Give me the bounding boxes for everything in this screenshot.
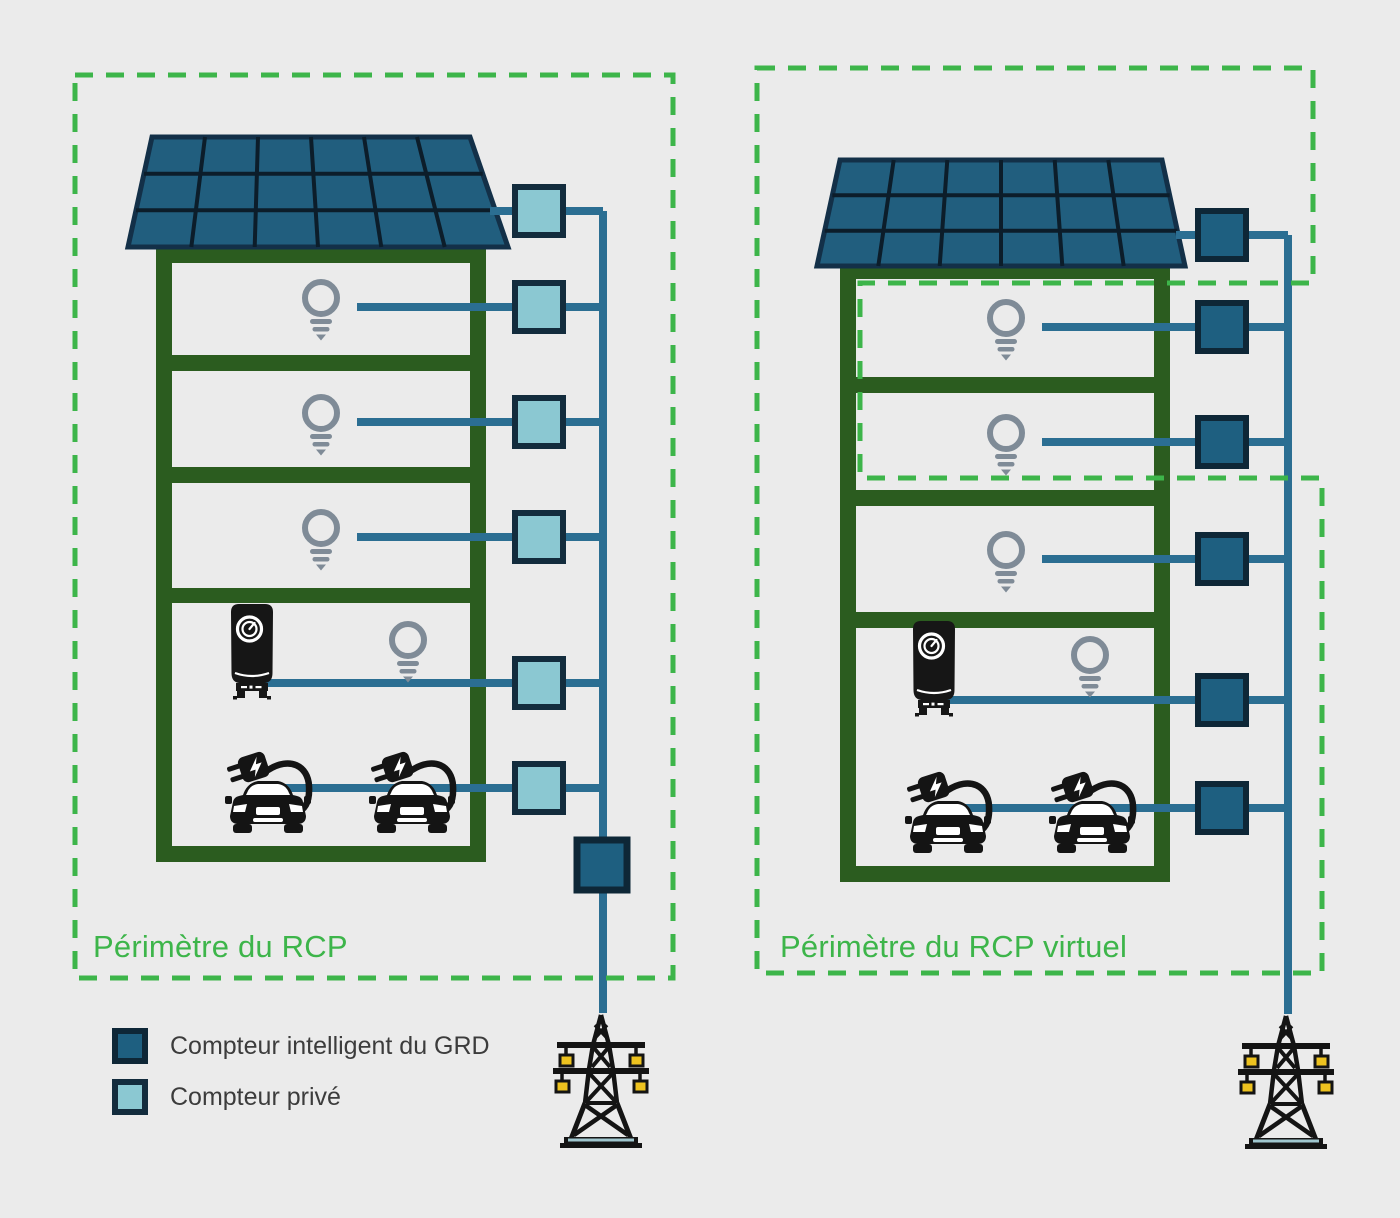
electricity-pylon-icon: [553, 1015, 649, 1148]
smart-meter-icon: [1195, 415, 1249, 469]
legend-label: Compteur privé: [170, 1082, 341, 1111]
solar-panel-icon: [124, 134, 512, 250]
electricity-pylon-icon: [1238, 1016, 1334, 1149]
right-rcp-diagram: [754, 65, 1334, 1149]
water-heater-icon: [231, 604, 273, 700]
left-rcp-diagram: [72, 72, 676, 1148]
smart-meter-icon: [573, 836, 631, 894]
right-diagram-title: Périmètre du RCP virtuel: [780, 929, 1128, 964]
private-meter-icon: [512, 656, 566, 710]
left-private-meters: [512, 184, 566, 815]
solar-panel-icon: [813, 157, 1189, 269]
right-smart-meters: [1195, 208, 1249, 835]
smart-meter-icon: [1195, 532, 1249, 586]
private-meter-icon: [512, 510, 566, 564]
legend-row-smart-meter: Compteur intelligent du GRD: [112, 1028, 490, 1064]
water-heater-icon: [913, 621, 955, 717]
left-diagram-title: Périmètre du RCP: [93, 929, 348, 964]
rcp-perimeter-boundary: [72, 72, 676, 981]
smart-meter-icon: [1195, 300, 1249, 354]
legend-row-private-meter: Compteur privé: [112, 1079, 490, 1115]
smart-meter-icon: [1195, 781, 1249, 835]
smart-meter-icon: [1195, 673, 1249, 727]
private-meter-swatch-icon: [112, 1079, 148, 1115]
private-meter-icon: [512, 395, 566, 449]
smart-meter-icon: [1195, 208, 1249, 262]
left-building: [156, 247, 486, 862]
private-meter-icon: [512, 184, 566, 238]
private-meter-icon: [512, 280, 566, 334]
legend-label: Compteur intelligent du GRD: [170, 1031, 490, 1060]
legend: Compteur intelligent du GRD Compteur pri…: [112, 1028, 490, 1130]
smart-meter-swatch-icon: [112, 1028, 148, 1064]
virtual-rcp-perimeter-boundary: [754, 65, 1325, 976]
private-meter-icon: [512, 761, 566, 815]
